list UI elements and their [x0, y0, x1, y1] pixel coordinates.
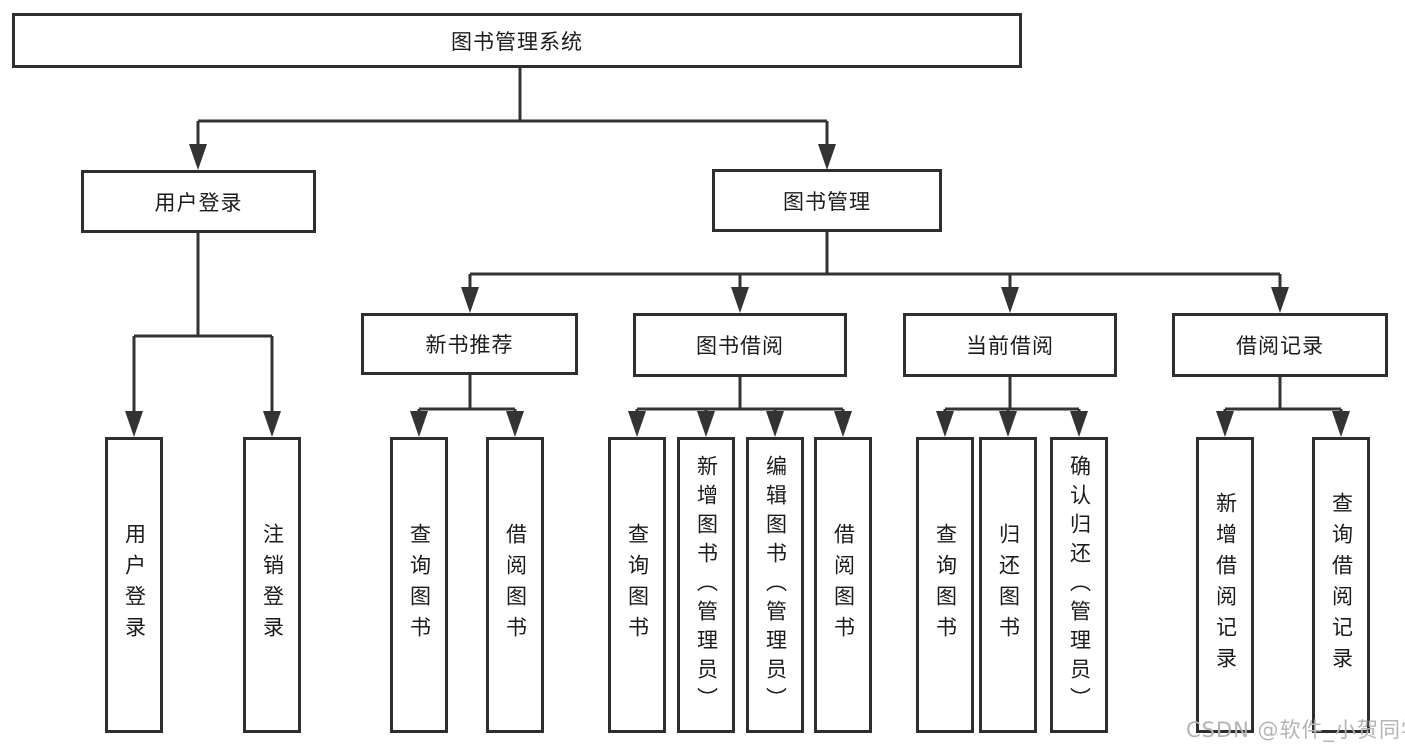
leaf-borrow-add-books-admin: 新增图书（管理员） [677, 437, 735, 733]
node-user-login: 用户登录 [81, 170, 316, 233]
leaf-newbook-borrow-books: 借阅图书 [486, 437, 544, 733]
node-current-borrow: 当前借阅 [903, 313, 1117, 377]
leaf-borrow-edit-books-admin: 编辑图书（管理员） [746, 437, 804, 733]
leaf-label: 查询图书 [407, 523, 432, 647]
leaf-label: 编辑图书（管理员） [763, 454, 788, 716]
leaf-label: 借阅图书 [503, 523, 528, 647]
leaf-logout: 注销登录 [243, 437, 301, 733]
leaf-borrow-borrow-books: 借阅图书 [814, 437, 872, 733]
leaf-record-add-borrow-record: 新增借阅记录 [1196, 437, 1254, 733]
node-book-borrow: 图书借阅 [633, 313, 847, 377]
node-book-management: 图书管理 [712, 169, 942, 232]
leaf-newbook-query-books: 查询图书 [390, 437, 448, 733]
leaf-label: 查询借阅记录 [1329, 492, 1354, 678]
leaf-label: 注销登录 [260, 523, 285, 647]
leaf-label: 查询图书 [625, 523, 650, 647]
leaf-label: 借阅图书 [831, 523, 856, 647]
leaf-label: 新增图书（管理员） [694, 454, 719, 716]
node-root: 图书管理系统 [12, 13, 1022, 68]
leaf-current-return-books: 归还图书 [979, 437, 1037, 733]
leaf-label: 确认归还（管理员） [1067, 454, 1092, 716]
leaf-user-login: 用户登录 [105, 437, 163, 733]
leaf-label: 新增借阅记录 [1213, 492, 1238, 678]
leaf-current-confirm-return-admin: 确认归还（管理员） [1050, 437, 1108, 733]
leaf-label: 用户登录 [122, 523, 147, 647]
watermark-text: CSDN @软件_小贺同学 [1186, 718, 1405, 742]
leaf-label: 归还图书 [996, 523, 1021, 647]
leaf-record-query-borrow-record: 查询借阅记录 [1312, 437, 1370, 733]
leaf-label: 查询图书 [933, 523, 958, 647]
node-new-book-recommend: 新书推荐 [361, 313, 578, 375]
leaf-current-query-books: 查询图书 [916, 437, 974, 733]
leaf-borrow-query-books: 查询图书 [608, 437, 666, 733]
node-borrow-record: 借阅记录 [1172, 313, 1388, 377]
